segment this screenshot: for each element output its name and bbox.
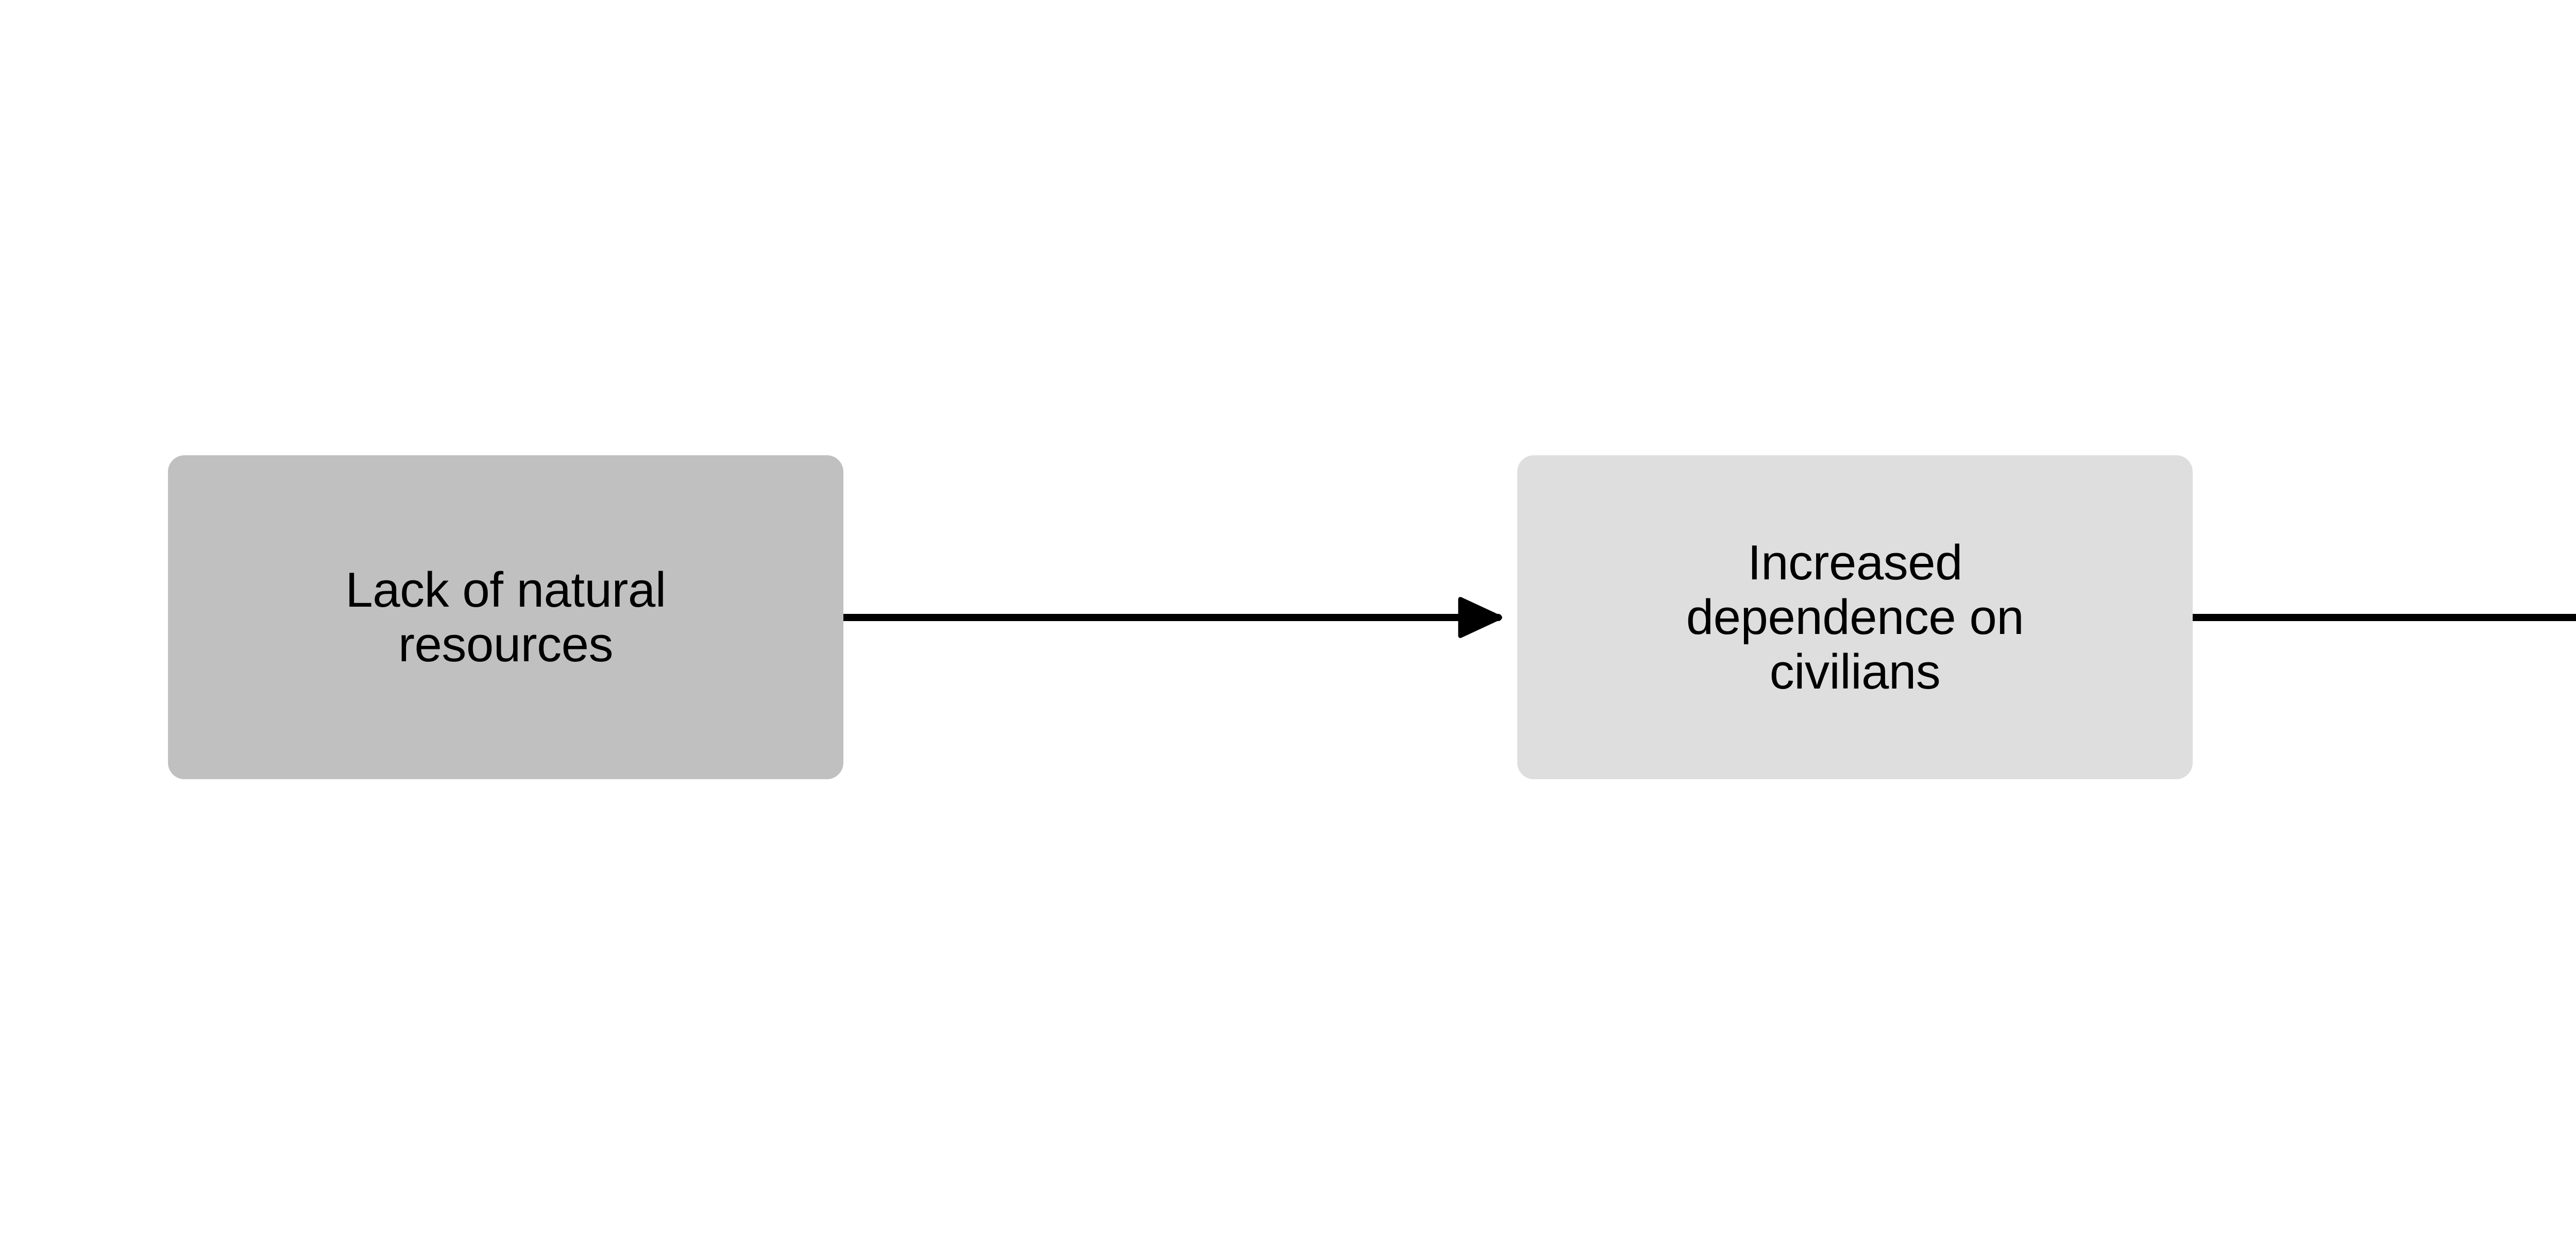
flow-node-increased-dependence-on-civilians[interactable]: Increased dependence on civilians	[1517, 455, 2193, 779]
flow-node-label: Increased dependence on civilians	[1686, 535, 2024, 699]
flow-node-label: Lack of natural resources	[345, 562, 666, 672]
flow-node-lack-of-natural-resources[interactable]: Lack of natural resources	[168, 455, 843, 779]
